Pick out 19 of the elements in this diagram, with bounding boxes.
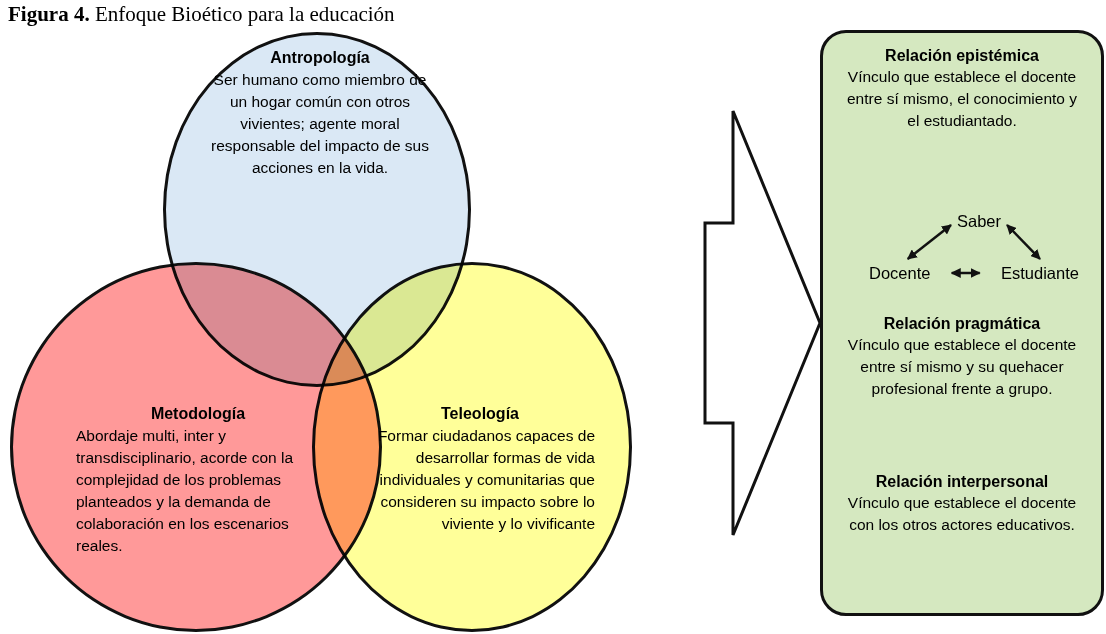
figure-title: Figura 4. Enfoque Bioético para la educación (8, 2, 395, 27)
circle-heading: Teleología (440, 404, 520, 424)
panel-text: Vínculo que establece el docente entre sí mismo y su quehacer profesional frente a grupo. (847, 335, 1077, 399)
triangle-label: Docente (869, 263, 931, 283)
circle-heading: Antropología (269, 48, 371, 68)
panel-heading: Relación epistémica (884, 46, 1040, 66)
double-arrow (1006, 224, 1041, 260)
block-arrow (703, 109, 822, 537)
panel-text: Vínculo que establece el docente con los otros actores educativos. (847, 493, 1077, 535)
panel-text: Vínculo que establece el docente entre sí mismo, el conocimiento y el estudiantado. (847, 67, 1077, 131)
circle-text: Abordaje multi, inter y transdisciplinario, acorde con la complejidad de los problemas planteados y la demanda de colaboración en los escenarios reales. (76, 426, 295, 556)
circle-heading: Metodología (149, 404, 247, 424)
triangle-label: Estudiante (1001, 263, 1079, 283)
triangle-label: Saber (957, 211, 1002, 231)
double-arrow (906, 224, 952, 260)
info-panel (820, 30, 1104, 616)
double-arrow (950, 268, 981, 278)
panel-heading: Relación pragmática (882, 314, 1042, 334)
panel-heading: Relación interpersonal (874, 472, 1050, 492)
